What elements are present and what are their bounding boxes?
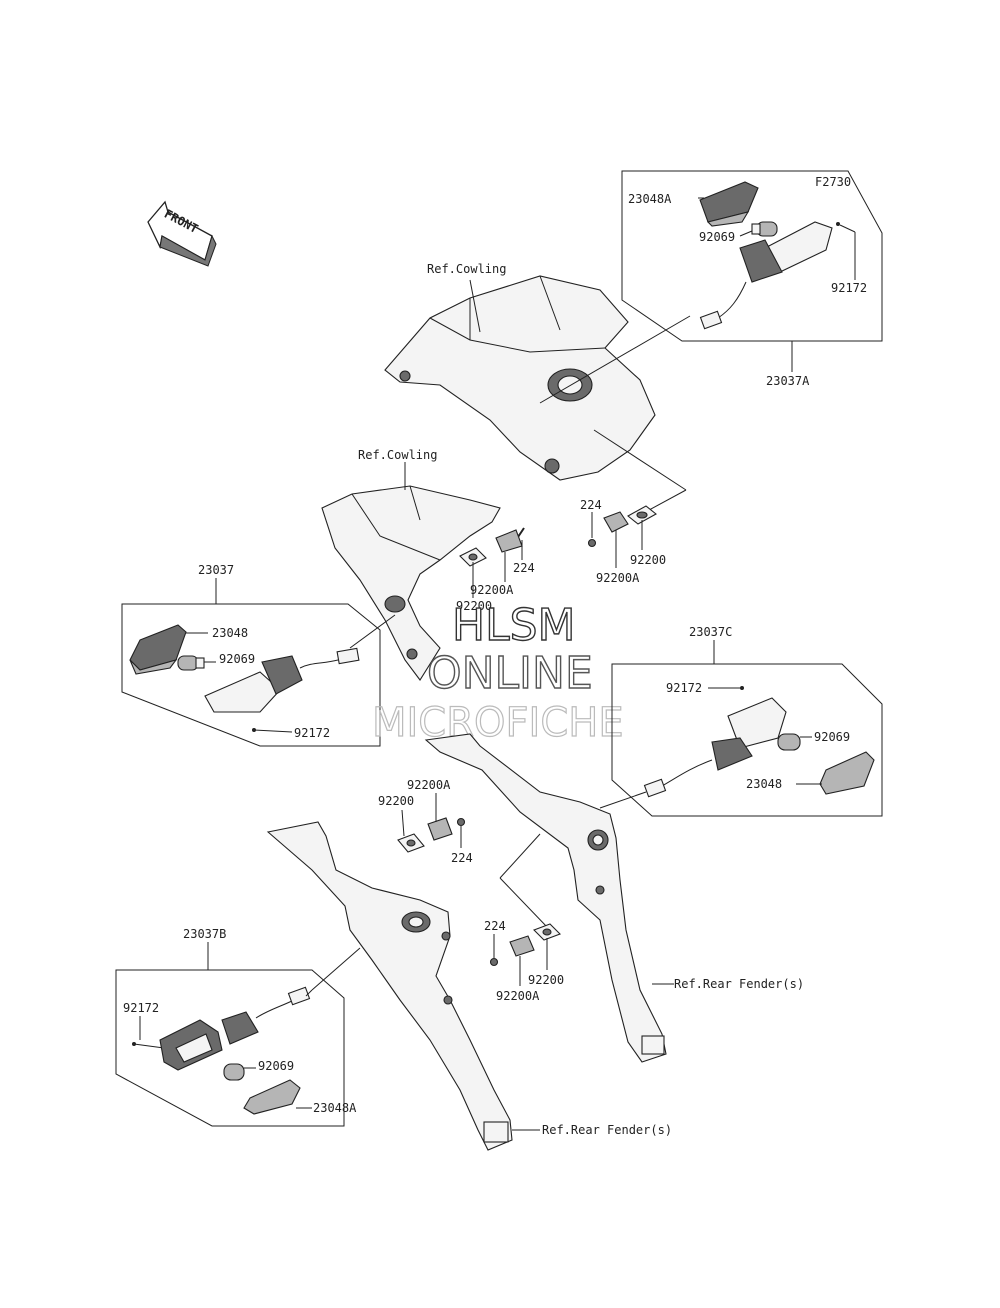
assembly-box-23037c [611,663,883,817]
bulb-92069-left-part [177,655,205,671]
assembly-box-23037 [121,603,381,747]
label-92200a-m: 92200A [407,778,451,792]
label-224-n: 224 [484,919,506,933]
label-23048-right: 23048 [746,777,782,791]
label-23037c: 23037C [689,625,732,639]
label-92200a-r1: 92200A [596,571,640,585]
watermark: HLSM ONLINE MICROFICHE [371,599,624,746]
nut-224-upper-part [587,538,597,548]
bulb-92069-part [751,221,778,237]
label-92069-bottom: 92069 [258,1059,294,1073]
label-cowling-lower: Ref.Cowling [358,448,437,462]
assembly-box-23037b [115,969,345,1127]
label-92172-top: 92172 [831,281,867,295]
label-23048-left: 23048 [212,626,248,640]
watermark-line3: MICROFICHE [372,700,624,746]
label-23037: 23037 [198,563,234,577]
label-224-m: 224 [451,851,473,865]
label-92172-bottom: 92172 [123,1001,159,1015]
turn-signal-23037a-part [699,221,833,330]
bolt-224-mid-part [456,817,466,827]
turn-signal-23037b-part [159,986,311,1071]
watermark-line1: HLSM [452,600,576,651]
label-92069-top: 92069 [699,230,735,244]
rear-fender-left-part [266,821,513,1151]
label-92200a-n: 92200A [496,989,540,1003]
clip-92200a-mid-part [427,817,453,841]
lens-23048a-part [699,181,759,227]
lens-23048-left-part [129,624,187,675]
rear-fender-right-part [424,733,667,1063]
clip-92200a-upper-part [603,511,629,533]
bulb-92069-right-part [777,733,801,751]
label-fender-right: Ref.Rear Fender(s) [674,977,804,991]
clip-92200-mid-part [397,833,425,853]
clip-92200-upper-part [627,505,657,525]
label-92069-left: 92069 [219,652,255,666]
label-23048a-top: 23048A [628,192,672,206]
label-92200-r1: 92200 [630,553,666,567]
label-23048a-bottom: 23048A [313,1101,357,1115]
label-92200-n: 92200 [528,973,564,987]
label-cowling-upper: Ref.Cowling [427,262,506,276]
clip-92200-low-part [533,923,561,941]
assembly-box-23037a [621,170,883,342]
upper-cowling-part [384,275,656,481]
label-92200a-l1: 92200A [470,583,514,597]
clip-92200a-low-part [509,935,535,957]
turn-signal-23037-part [204,647,360,713]
watermark-line2: ONLINE [427,648,593,699]
nut-224-low-part [489,957,499,967]
label-92200-l1: 92200 [456,599,492,613]
lens-23048a-bottom-part [243,1079,301,1115]
turn-signal-23037c-part [643,697,787,798]
lens-23048-right-part [819,751,875,795]
label-23037a: 23037A [766,374,810,388]
label-224-r1: 224 [580,498,602,512]
front-arrow-icon: FRONT [147,200,217,267]
lower-cowling-part [321,485,501,681]
figure-code: F2730 [815,175,851,189]
label-92200-m: 92200 [378,794,414,808]
label-92172-left: 92172 [294,726,330,740]
label-fender-left: Ref.Rear Fender(s) [542,1123,672,1137]
label-23037b: 23037B [183,927,226,941]
clip-92200a-lower-part [495,529,523,553]
bulb-92069-bottom-part [223,1063,245,1081]
label-92069-right: 92069 [814,730,850,744]
clip-92200-lower-part [459,547,487,567]
label-92172-right: 92172 [666,681,702,695]
label-224-l1: 224 [513,561,535,575]
